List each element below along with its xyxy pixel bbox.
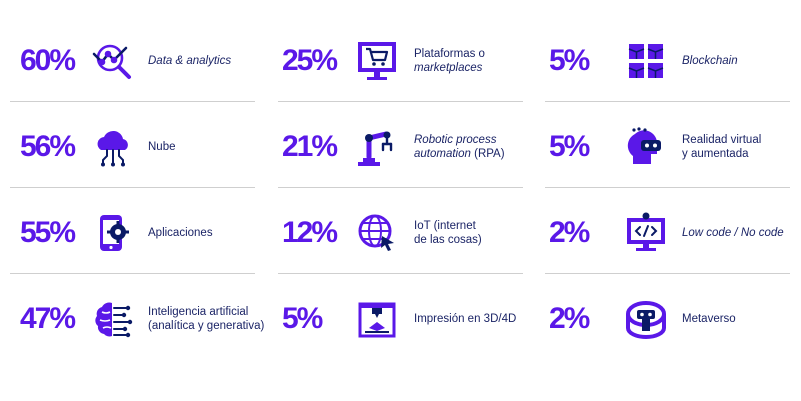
stat-inteligencia-artificial: 47% Inteligenc: [10, 278, 264, 360]
stat-nube: 56% Nube: [10, 106, 255, 188]
stat-label: Impresión en 3D/4D: [414, 313, 517, 325]
stat-percent: 60%: [20, 43, 76, 77]
column-3: 5% Blockchain 5%: [545, 20, 790, 360]
3d-printer-icon: [356, 298, 398, 340]
stat-label: Low code / No code: [682, 226, 784, 239]
stat-label: Inteligencia artificial (analítica y gen…: [148, 306, 265, 332]
stat-label: Plataformas o marketplaces: [414, 47, 485, 74]
cloud-icon: [92, 126, 134, 168]
stat-low-code: 2% Low code / No code: [545, 192, 790, 274]
robotic-arm-icon: [356, 126, 398, 168]
metaverse-icon: [625, 298, 667, 340]
vr-headset-icon: [625, 126, 667, 168]
stat-rpa: 21% Robotic process a: [278, 106, 523, 188]
stat-impresion-3d: 5% Impresión en 3D/4D: [278, 278, 523, 360]
stat-metaverso: 2% Metaverso: [545, 278, 790, 360]
blockchain-cubes-icon: [625, 40, 667, 82]
stat-label: Realidad virtual y aumentada: [682, 133, 762, 160]
stat-percent: 5%: [549, 129, 590, 163]
stat-label: Nube: [148, 140, 176, 153]
stat-percent: 56%: [20, 129, 76, 163]
stat-data-analytics: 60% Data & analytics: [10, 20, 255, 102]
stat-percent: 5%: [549, 43, 590, 77]
stat-label: Aplicaciones: [148, 226, 213, 239]
stat-label: Blockchain: [682, 54, 738, 67]
stat-percent: 25%: [282, 43, 338, 77]
stat-percent: 47%: [20, 302, 76, 335]
stat-label: Robotic process automation (RPA): [414, 133, 505, 160]
stat-label: Data & analytics: [148, 54, 232, 67]
stat-iot: 12% IoT (internet de las cosas): [278, 192, 523, 274]
low-code-icon: [625, 212, 667, 254]
column-1: 60% Data & analytics 56%: [10, 20, 264, 360]
column-2: 25% Plataformas o marketplaces 21%: [278, 20, 523, 360]
stat-aplicaciones: 55% Aplicaciones: [10, 192, 255, 274]
brain-circuit-icon: [92, 298, 134, 340]
stat-percent: 2%: [549, 215, 590, 249]
stat-label: IoT (internet de las cosas): [414, 219, 482, 246]
shopping-cart-screen-icon: [356, 40, 398, 82]
globe-cursor-icon: [356, 212, 398, 254]
stat-label: Metaverso: [682, 313, 736, 325]
stat-plataformas: 25% Plataformas o marketplaces: [278, 20, 523, 102]
data-analytics-icon: [92, 40, 134, 82]
stat-blockchain: 5% Blockchain: [545, 20, 790, 102]
stat-percent: 5%: [282, 302, 323, 335]
mobile-app-icon: [92, 212, 134, 254]
stat-percent: 55%: [20, 215, 76, 249]
stat-percent: 21%: [282, 129, 338, 163]
stat-percent: 12%: [282, 215, 338, 249]
stat-realidad-virtual: 5% Realidad virtual y aumentada: [545, 106, 790, 188]
stat-percent: 2%: [549, 302, 590, 335]
